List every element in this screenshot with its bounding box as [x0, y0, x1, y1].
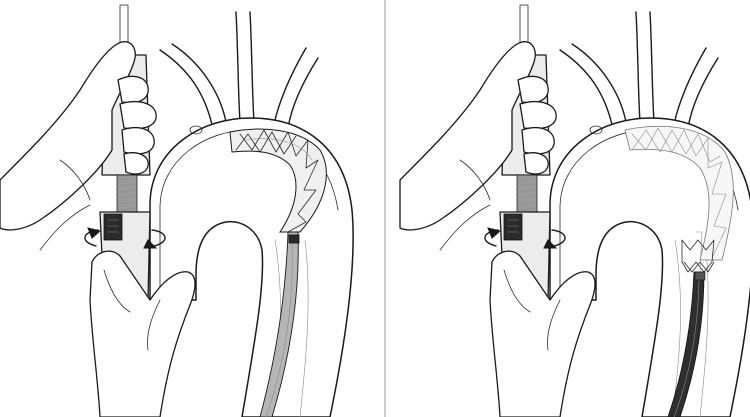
- left-panel: [0, 5, 353, 417]
- right-panel: [400, 5, 750, 417]
- aortic-arch-icon: [150, 12, 353, 417]
